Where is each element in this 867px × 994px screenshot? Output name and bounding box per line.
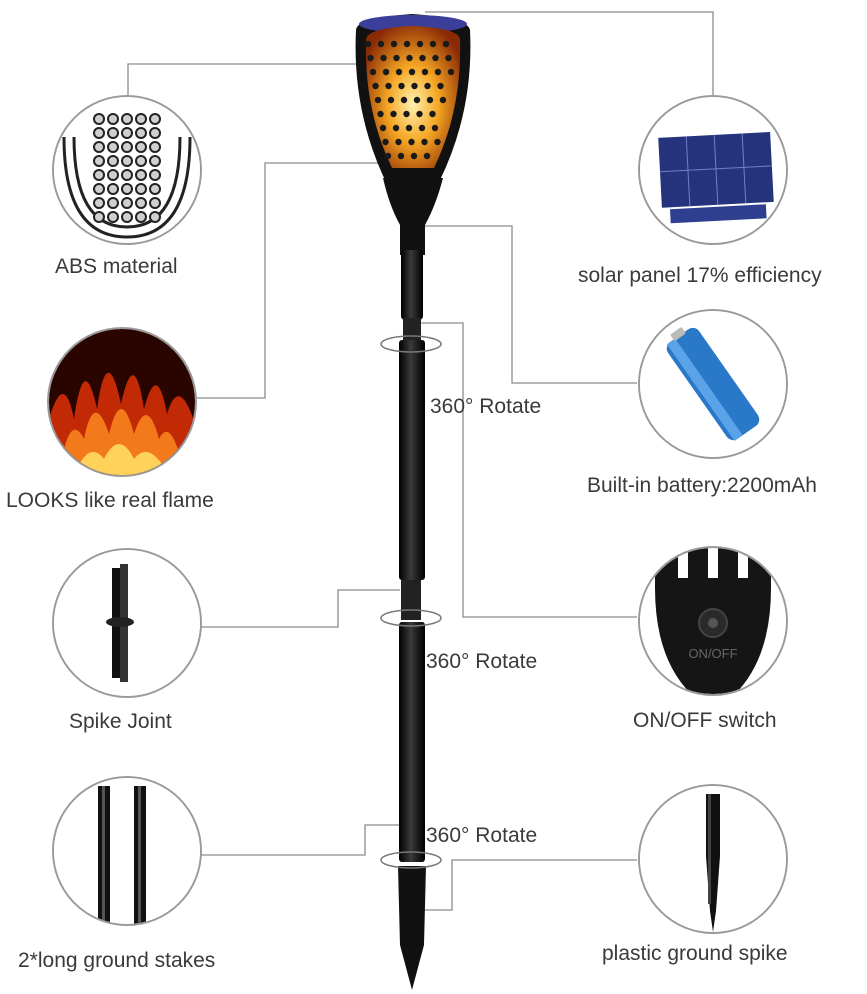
ground-stakes-label: 2*long ground stakes bbox=[18, 949, 216, 972]
solar-panel-label: solar panel 17% efficiency bbox=[578, 264, 822, 287]
rotate-label-2: 360° Rotate bbox=[426, 650, 538, 673]
connector-solar bbox=[425, 11, 714, 100]
real-flame-label: LOOKS like real flame bbox=[6, 489, 214, 512]
battery-image bbox=[638, 309, 788, 459]
rotate-label-3: 360° Rotate bbox=[426, 824, 538, 847]
ground-spike-label: plastic ground spike bbox=[602, 942, 788, 965]
ground-spike-image bbox=[638, 784, 788, 934]
switch-printed-text: ON/OFF bbox=[688, 646, 737, 661]
rotate-label-1: 360° Rotate bbox=[430, 395, 542, 418]
connector-flame bbox=[190, 162, 420, 399]
spike-joint-image bbox=[52, 548, 202, 698]
on-off-switch-label: ON/OFF switch bbox=[633, 709, 777, 732]
real-flame-image bbox=[47, 327, 197, 477]
abs-material-image bbox=[52, 95, 202, 245]
solar-panel-image bbox=[638, 95, 788, 245]
on-off-switch-image: ON/OFF bbox=[638, 546, 788, 696]
spike-joint-label: Spike Joint bbox=[69, 710, 172, 733]
connector-stakes bbox=[198, 824, 405, 856]
connector-battery bbox=[425, 225, 637, 384]
battery-label: Built-in battery:2200mAh bbox=[587, 474, 817, 497]
ground-stakes-image bbox=[52, 776, 202, 926]
abs-material-label: ABS material bbox=[55, 255, 178, 278]
connector-ground-spike bbox=[410, 859, 637, 911]
connector-spike-joint bbox=[198, 589, 400, 628]
connector-switch bbox=[420, 322, 637, 618]
